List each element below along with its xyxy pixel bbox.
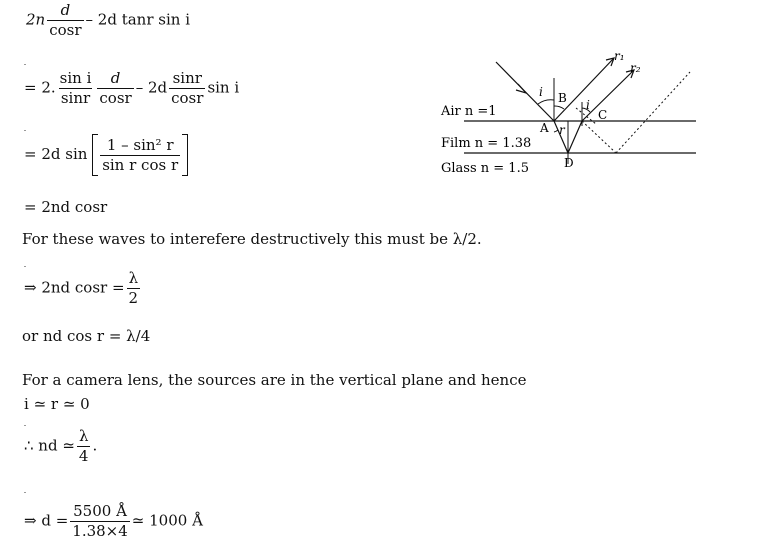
eq6-lead: ⇒ 2nd cosr = <box>24 278 125 297</box>
point-b: B <box>558 91 567 105</box>
text-line-camera: For a camera lens, the sources are in th… <box>22 371 527 389</box>
eq2-f3-den: cosr <box>169 88 206 107</box>
dotted-path-2 <box>615 71 691 154</box>
eq1-rest: – 2d tanr sin i <box>85 10 191 29</box>
angle-r: r <box>559 123 566 137</box>
eq2-mid: – 2d <box>135 78 168 97</box>
thin-film-diagram: Air n =1 Film n = 1.38 Glass n = 1.5 A B… <box>440 49 696 176</box>
eq11-num: 5500 Å <box>73 502 127 520</box>
refracted-ray-ad <box>553 120 569 154</box>
eq10-tail: . <box>92 436 98 455</box>
eq3-lead: = 2d sin <box>24 145 88 163</box>
point-d: D <box>564 156 574 170</box>
ray-dc <box>567 120 583 154</box>
dotted-path-1 <box>581 120 617 154</box>
eq10-den: 4 <box>76 446 91 465</box>
reflected-ray-r1 <box>553 57 615 122</box>
label-air: Air n =1 <box>440 104 497 119</box>
eq2-f1-den: sinr <box>58 88 93 107</box>
emerging-ray-r2 <box>581 69 635 122</box>
eq11-tail: ≃ 1000 Å <box>131 511 203 530</box>
eq3-den: sin r cos r <box>100 154 181 174</box>
eq10-num: λ <box>78 427 89 445</box>
label-film: Film n = 1.38 <box>441 136 531 151</box>
eq11-lead: ⇒ d = <box>24 511 69 530</box>
text-line-destructive: For these waves to interefere destructiv… <box>22 230 482 248</box>
label-ray-r1: r₁ <box>614 49 625 63</box>
equation-9: i ≃ r ≃ 0 <box>24 395 90 413</box>
label-glass: Glass n = 1.5 <box>441 161 529 176</box>
angle-i-emergent: i <box>586 98 590 112</box>
text-line-nd-cos: or nd cos r = λ/4 <box>22 327 151 345</box>
point-c: C <box>598 108 607 122</box>
eq1-num: d <box>60 1 71 19</box>
eq2-f3-num: sinr <box>172 69 202 87</box>
eq2-f1-num: sin i <box>59 69 92 87</box>
eq11-den: 1.38×4 <box>70 521 130 540</box>
point-a: A <box>539 121 549 135</box>
label-ray-r2: r₂ <box>630 61 641 75</box>
eq1-coef: 2n <box>26 10 46 29</box>
angle-i-incident: i <box>539 85 543 99</box>
eq6-den: 2 <box>126 288 141 307</box>
eq2-f2-den: cosr <box>97 88 134 107</box>
eq1-den: cosr <box>47 20 84 39</box>
eq2-f2-num: d <box>110 69 121 87</box>
eq2-tail: sin i <box>207 78 240 97</box>
eq10-lead: ∴ nd ≃ <box>24 436 75 455</box>
eq3-num: 1 – sin² r <box>106 135 174 154</box>
eq2-lead: = 2. <box>24 78 56 97</box>
equation-4: = 2nd cosr <box>24 198 108 216</box>
eq6-num: λ <box>128 269 139 287</box>
